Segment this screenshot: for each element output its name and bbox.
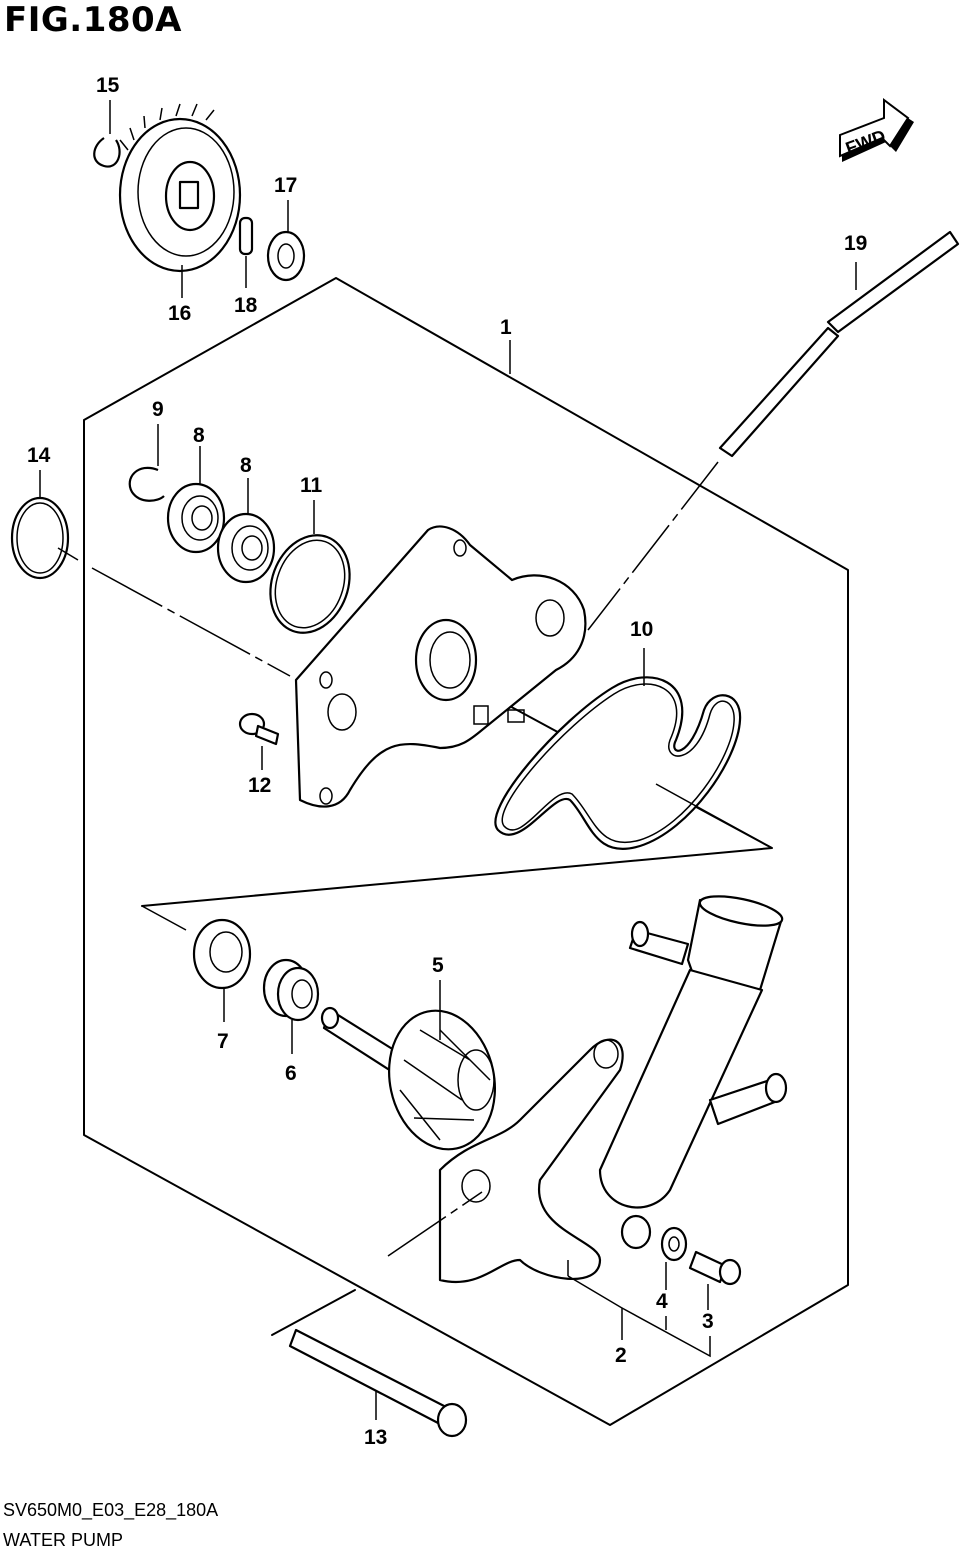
callout-8a: 8 — [193, 424, 205, 447]
callout-19: 19 — [844, 232, 867, 255]
fwd-arrow-icon: FWD — [839, 98, 914, 162]
part-17-washer — [266, 200, 306, 282]
callout-17: 17 — [274, 174, 297, 197]
part-12-screw — [238, 712, 280, 770]
callout-18: 18 — [234, 294, 258, 317]
callout-3: 3 — [702, 1310, 714, 1333]
part-7-seal — [141, 905, 252, 1022]
callout-11: 11 — [300, 474, 323, 497]
callout-16: 16 — [168, 302, 191, 325]
part-15-circlip — [93, 100, 121, 168]
part-19-hose — [587, 230, 960, 631]
part-8-bearing-a — [166, 446, 226, 554]
callout-1: 1 — [500, 316, 512, 339]
part-16-gear — [118, 103, 242, 298]
callout-7: 7 — [217, 1030, 229, 1053]
callout-15: 15 — [96, 74, 120, 97]
figure-name: WATER PUMP — [3, 1530, 123, 1550]
part-6-mechanical-seal — [262, 958, 320, 1054]
part-10-gasket — [494, 648, 773, 850]
callout-14: 14 — [27, 444, 51, 467]
callout-10: 10 — [630, 618, 653, 641]
part-18-pin — [238, 216, 254, 288]
pump-cover — [294, 525, 587, 808]
figure-title: FIG.180A — [4, 0, 182, 40]
part-13-bolt — [288, 1328, 468, 1438]
part-5-impeller-shaft — [320, 980, 497, 1151]
part-3-bolt — [621, 1250, 742, 1358]
part-14-o-ring — [10, 470, 291, 677]
part-8-bearing-b — [216, 478, 276, 584]
callout-13: 13 — [364, 1426, 387, 1449]
part-9-circlip — [128, 424, 165, 502]
part-2-pump-housing — [387, 895, 788, 1340]
callout-5: 5 — [432, 954, 444, 977]
callout-2: 2 — [615, 1344, 627, 1367]
callout-4: 4 — [656, 1290, 668, 1313]
callout-12: 12 — [248, 774, 271, 797]
callout-6: 6 — [285, 1062, 297, 1085]
part-4-washer — [660, 1226, 688, 1330]
part-11-o-ring — [269, 500, 351, 634]
figure-code: SV650M0_E03_E28_180A — [3, 1500, 219, 1520]
callout-9: 9 — [152, 398, 164, 421]
callout-8b: 8 — [240, 454, 252, 477]
